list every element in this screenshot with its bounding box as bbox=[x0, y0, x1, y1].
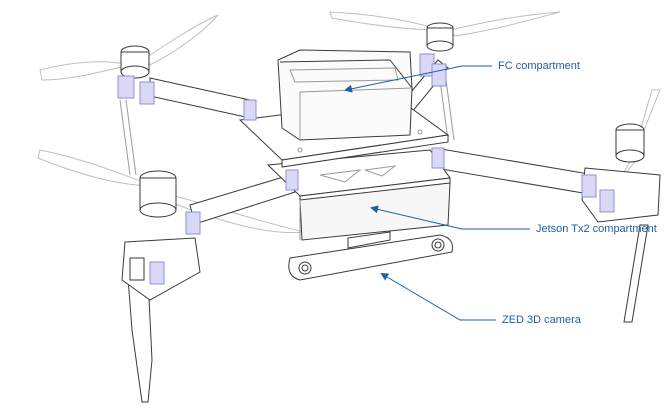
fc-compartment-label: FC compartment bbox=[498, 60, 580, 72]
zed-callout-line bbox=[380, 272, 496, 321]
fc-callout-line bbox=[344, 65, 492, 93]
jetson-callout-line bbox=[370, 205, 530, 230]
landing-leg-rear bbox=[119, 79, 455, 176]
zed-camera-label: ZED 3D camera bbox=[502, 314, 581, 326]
zed-camera bbox=[288, 231, 453, 281]
fc-compartment-box bbox=[277, 49, 413, 141]
arm-clamps bbox=[117, 53, 615, 285]
arm-rear-left bbox=[149, 77, 251, 119]
arm-front-right bbox=[434, 147, 596, 196]
callout-lines bbox=[344, 65, 530, 321]
motor-front-left bbox=[139, 170, 177, 218]
landing-leg-front-right bbox=[623, 224, 649, 323]
motor-rear-left bbox=[120, 45, 150, 79]
jetson-compartment-label: Jetson Tx2 compartment bbox=[536, 223, 657, 235]
motor-front-right bbox=[615, 123, 645, 163]
plate-cutouts bbox=[297, 129, 423, 183]
motor-rear-right bbox=[426, 22, 454, 52]
arm-front-left bbox=[189, 174, 296, 225]
